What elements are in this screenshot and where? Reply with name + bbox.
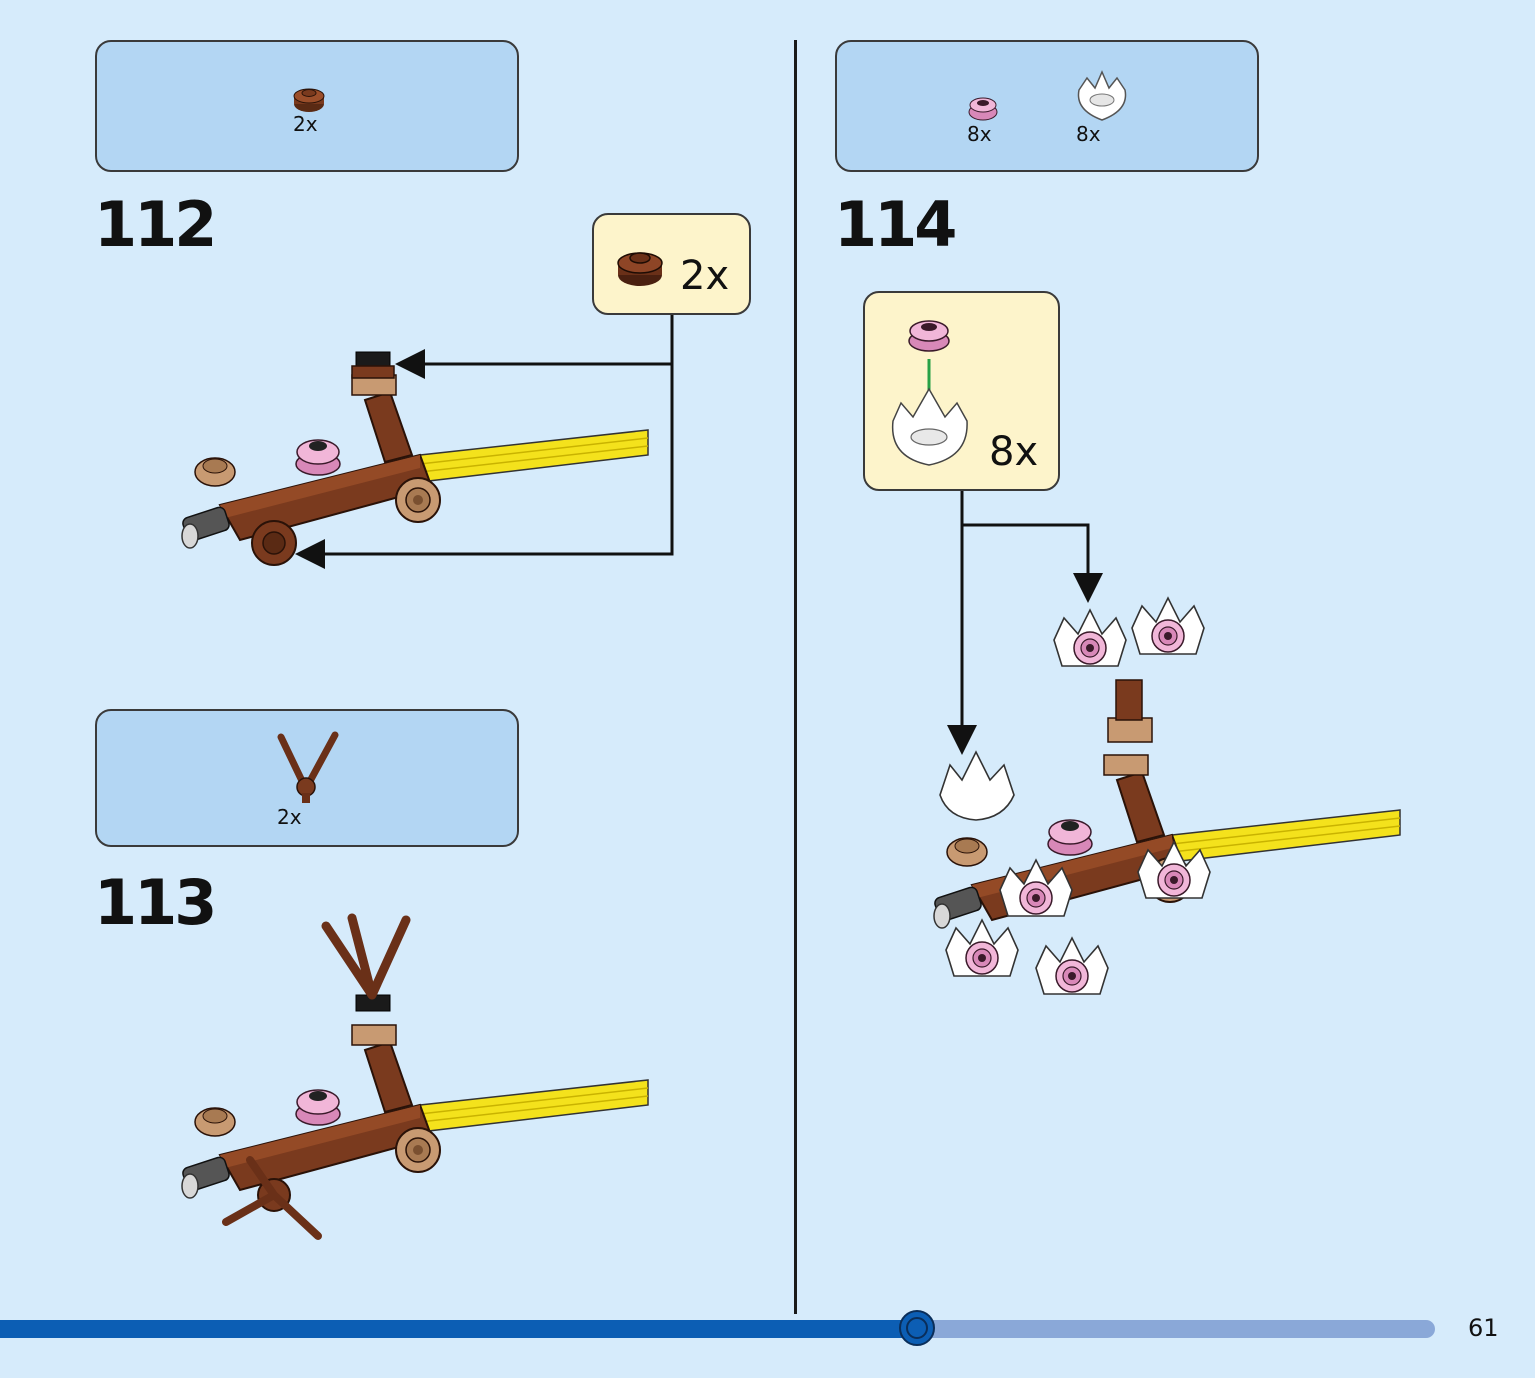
step-114-arrow-right: [962, 523, 1103, 603]
step-114-build: [932, 597, 1401, 995]
step-112-callout: 2x: [592, 213, 751, 315]
pink-flower-plate-icon: [968, 97, 998, 121]
step-112-callout-qty: 2x: [680, 253, 730, 299]
step-113-build: [180, 913, 650, 1240]
step-112-arrow-top: [395, 315, 674, 379]
step-114-callout: 8x: [863, 291, 1060, 491]
brown-round-plate-icon: [617, 252, 663, 286]
page-number: 61: [1468, 1314, 1499, 1342]
step-112-part-qty: 2x: [293, 112, 318, 136]
flower-assembly-icon: [891, 320, 968, 466]
step-112-build: [180, 351, 650, 566]
step-113-parts-box: 2x: [95, 709, 519, 847]
progress-fill: [0, 1320, 917, 1338]
step-114-parts-box: 8x 8x: [835, 40, 1259, 172]
step-114-part1-qty: 8x: [967, 122, 992, 146]
step-114-callout-qty: 8x: [989, 429, 1039, 475]
progress-knob: [899, 1310, 935, 1346]
step-114-number: 114: [834, 188, 957, 261]
step-112-parts-box: 2x: [95, 40, 519, 172]
brown-round-plate-icon: [293, 88, 325, 112]
step-113-number: 113: [94, 866, 217, 939]
step-112-number: 112: [94, 188, 217, 261]
step-113-part-qty: 2x: [277, 805, 302, 829]
step-114-part2-qty: 8x: [1076, 122, 1101, 146]
brown-twig-piece-icon: [277, 731, 339, 803]
step-112-arrow-bottom: [295, 364, 674, 569]
column-divider: [794, 40, 797, 1314]
white-petal-piece-icon: [1077, 70, 1127, 121]
